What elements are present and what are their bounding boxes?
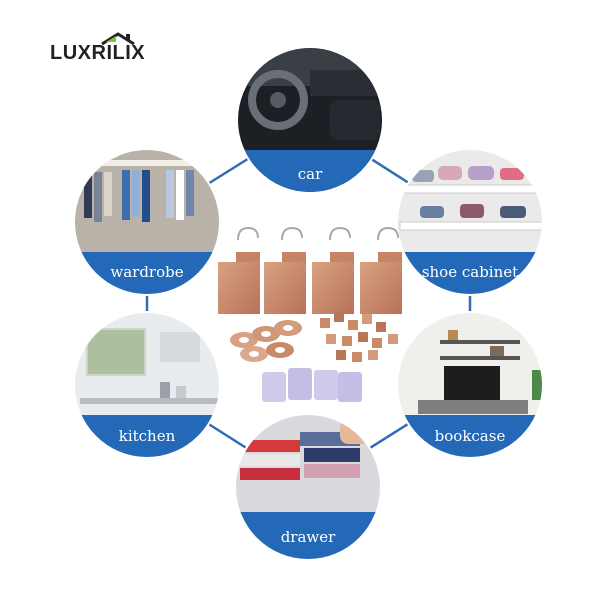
sachet-bags (262, 368, 362, 402)
node-car (236, 46, 384, 194)
cedar-cubes (320, 312, 398, 362)
cedar-hangers (218, 226, 402, 314)
label-bookcase: bookcase (434, 427, 506, 445)
label-wardrobe: wardrobe (110, 263, 184, 281)
bookcase-photo (398, 313, 542, 457)
label-drawer: drawer (280, 528, 336, 546)
cedar-rings (230, 320, 302, 362)
label-shoe-cabinet: shoe cabinet (421, 263, 519, 281)
brand-name: LUXRILIX (50, 42, 146, 64)
house-roof-icon (101, 32, 135, 46)
node-bookcase (396, 311, 544, 459)
kitchen-photo (75, 313, 219, 457)
label-kitchen: kitchen (118, 427, 176, 445)
brand-logo: LUXRILIX (50, 32, 146, 65)
node-wardrobe (73, 148, 221, 296)
label-car: car (297, 165, 323, 183)
car-interior-photo (238, 48, 382, 192)
node-kitchen (73, 311, 221, 459)
wardrobe-photo (75, 150, 219, 294)
